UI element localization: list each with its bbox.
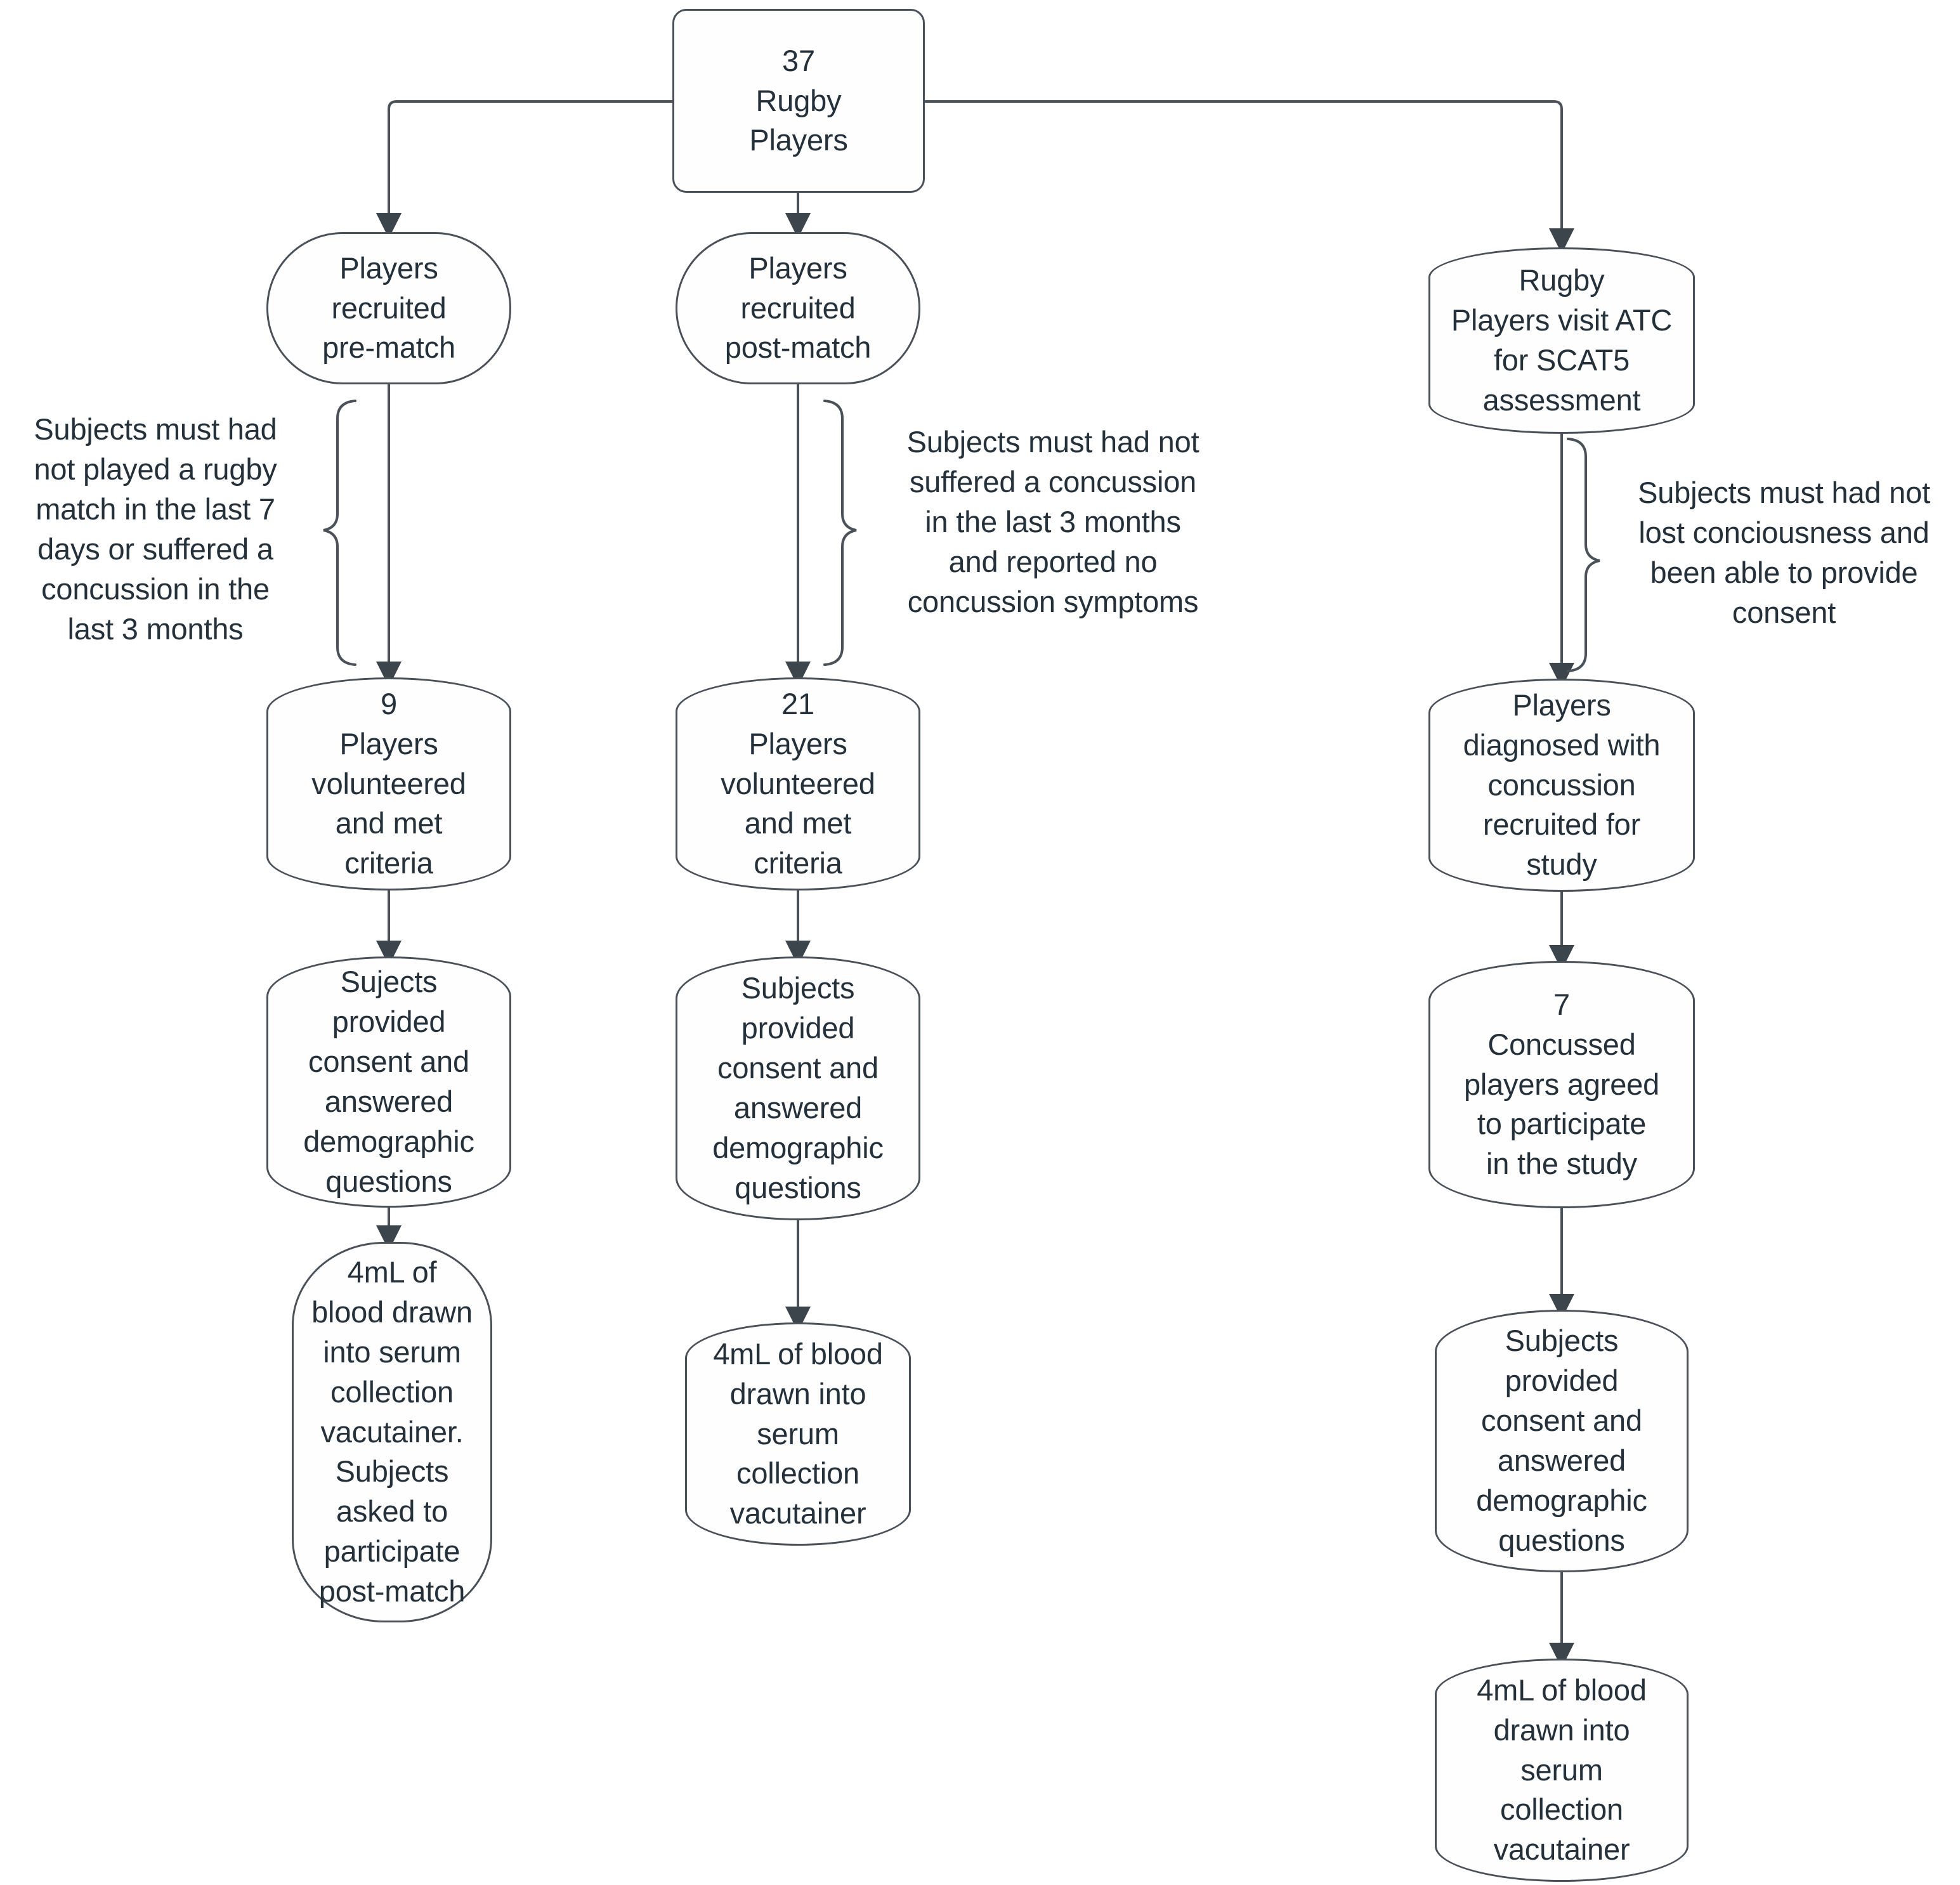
arrow-group <box>376 100 1574 1668</box>
node-pre-match-blood-draw[interactable]: 4mL of blood drawn into serum collection… <box>292 1242 492 1622</box>
annotation-pre-match-criteria: Subjects must had not played a rugby mat… <box>34 412 277 646</box>
node-concussion-diagnosed[interactable]: Players diagnosed with concussion recrui… <box>1428 679 1695 892</box>
brace-post-match <box>823 400 857 666</box>
node-pre-match-volunteered[interactable]: 9 Players volunteered and met criteria <box>266 677 511 890</box>
brace-concussed <box>1567 438 1600 672</box>
brace-pre-match <box>323 400 356 666</box>
node-total-players[interactable]: 37 Rugby Players <box>672 9 925 193</box>
node-post-match-blood-draw[interactable]: 4mL of blood drawn into serum collection… <box>685 1322 911 1546</box>
node-concussed-consent[interactable]: Subjects provided consent and answered d… <box>1435 1310 1689 1572</box>
node-pre-match-consent[interactable]: Sujects provided consent and answered de… <box>266 956 511 1208</box>
node-post-match-volunteered[interactable]: 21 Players volunteered and met criteria <box>676 677 920 890</box>
node-post-match-consent[interactable]: Subjects provided consent and answered d… <box>676 956 920 1220</box>
edge-root-to-concussed <box>925 100 1574 254</box>
node-post-match-recruited[interactable]: Players recruited post-match <box>676 232 920 384</box>
node-concussed-agreed[interactable]: 7 Concussed players agreed to participat… <box>1428 961 1695 1208</box>
node-concussed-blood-draw[interactable]: 4mL of blood drawn into serum collection… <box>1435 1659 1689 1882</box>
node-pre-match-recruited[interactable]: Players recruited pre-match <box>266 232 511 384</box>
edge-root-to-pre <box>376 100 672 238</box>
annotation-post-match-criteria: Subjects must had not suffered a concuss… <box>906 425 1199 618</box>
node-atc-scat5-visit[interactable]: Rugby Players visit ATC for SCAT5 assess… <box>1428 247 1695 434</box>
annotation-concussed-criteria: Subjects must had not lost conciousness … <box>1638 476 1930 629</box>
